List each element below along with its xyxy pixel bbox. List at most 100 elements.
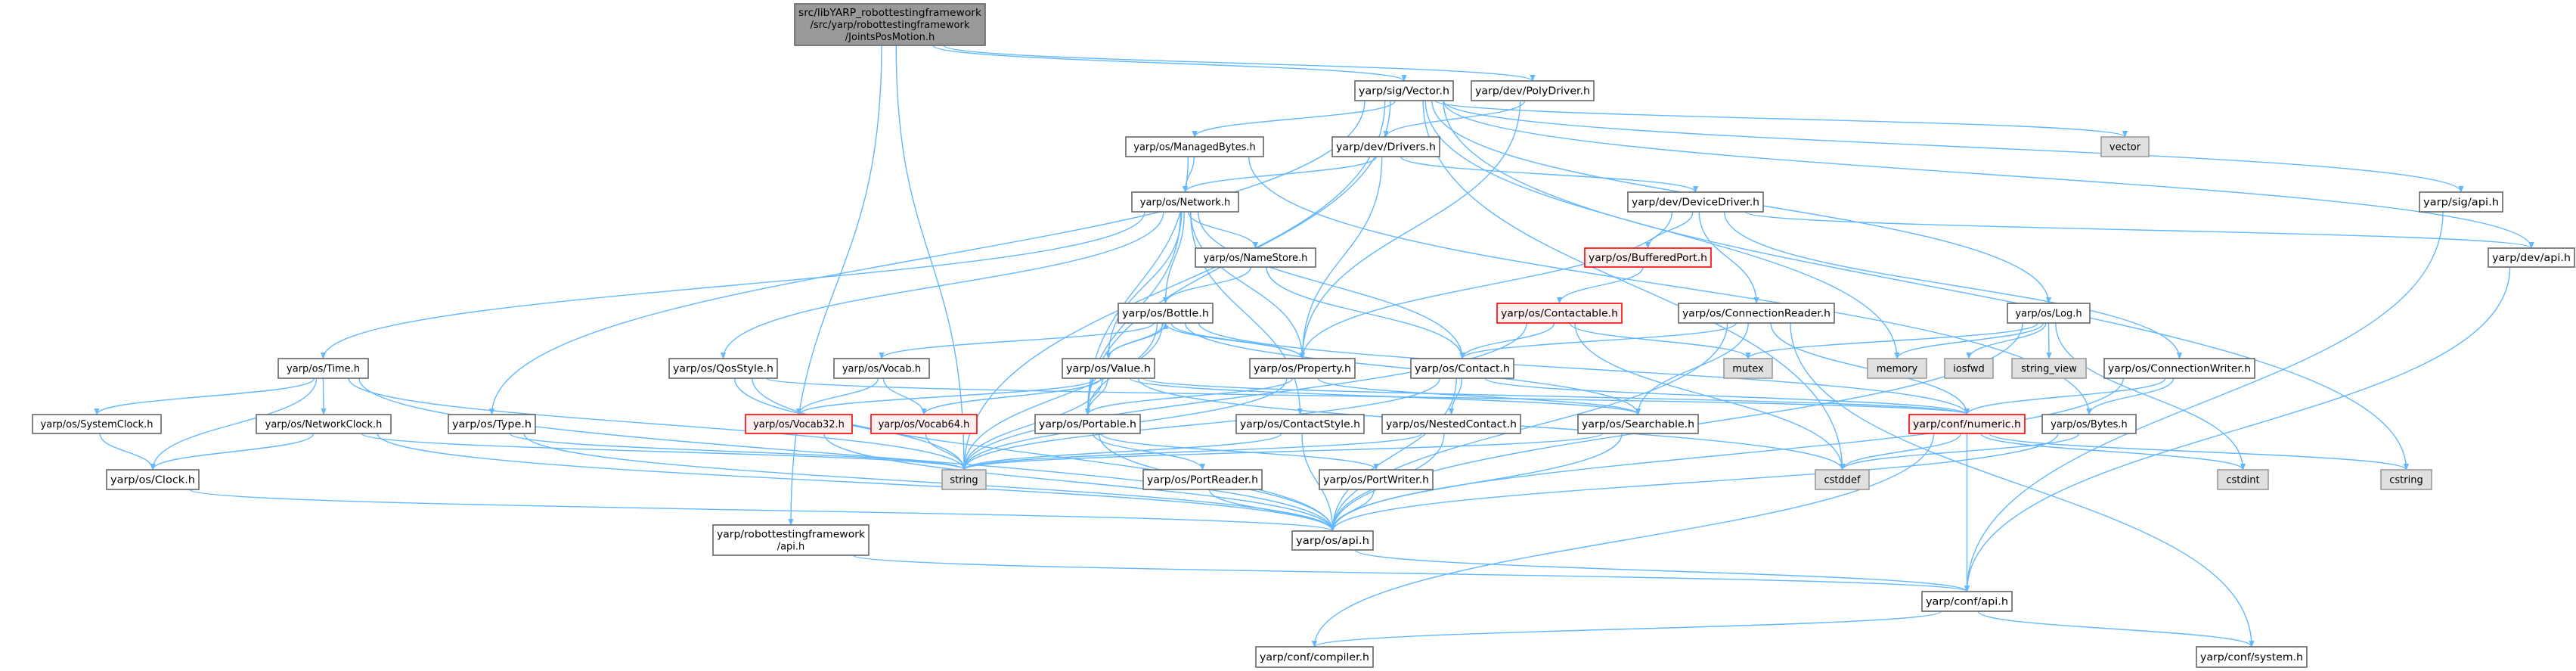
node-box — [712, 524, 870, 556]
edge-name-store-to-contact — [1266, 266, 1465, 359]
node-compiler[interactable]: yarp/conf/compiler.h — [1255, 646, 1374, 668]
node-qos-style[interactable]: yarp/os/QosStyle.h — [668, 358, 778, 379]
node-label: yarp/os/SystemClock.h — [41, 419, 153, 430]
edge-contactable-to-contact — [1459, 322, 1555, 359]
edge-contactable-to-mutex — [1569, 322, 1751, 359]
node-portable[interactable]: yarp/os/Portable.h — [1034, 414, 1141, 434]
node-label: string — [950, 475, 978, 486]
edge-sig-vector-to-type — [488, 100, 1365, 415]
node-root: src/libYARP_robottestingframework/src/ya… — [794, 3, 986, 46]
edge-connection-reader-to-contact — [1459, 322, 1737, 359]
edge-clock-to-os-api — [189, 489, 1335, 532]
node-label: yarp/os/NetworkClock.h — [265, 419, 383, 430]
node-box — [1577, 414, 1699, 434]
node-label: cstddef — [1824, 475, 1861, 486]
edge-sig-vector-to-managed-bytes — [1192, 100, 1396, 138]
node-box — [1195, 247, 1316, 268]
node-box — [1921, 591, 2013, 612]
node-clock[interactable]: yarp/os/Clock.h — [106, 469, 200, 490]
node-buffered-port[interactable]: yarp/os/BufferedPort.h — [1584, 247, 1712, 268]
node-vocab64[interactable]: yarp/os/Vocab64.h — [870, 414, 978, 434]
node-system-clock[interactable]: yarp/os/SystemClock.h — [32, 414, 162, 434]
edge-sig-vector-to-dev-api — [1443, 100, 2534, 249]
node-box — [2196, 646, 2308, 668]
edge-contact-to-numeric — [1484, 377, 1970, 415]
node-rtf-api[interactable]: yarp/robottestingframework/api.h — [712, 524, 870, 556]
node-vocab[interactable]: yarp/os/Vocab.h — [833, 358, 930, 379]
edge-bottle-to-numeric — [1198, 322, 1970, 415]
edge-drivers-to-property — [1299, 156, 1383, 359]
edge-network-to-bottle — [1162, 211, 1185, 304]
node-drivers[interactable]: yarp/dev/Drivers.h — [1331, 136, 1440, 157]
node-label: yarp/os/ContactStyle.h — [1240, 419, 1360, 430]
node-box — [277, 358, 369, 379]
node-label: yarp/os/ConnectionWriter.h — [2108, 364, 2251, 375]
node-label: yarp/os/Network.h — [1140, 197, 1230, 209]
node-network-clock[interactable]: yarp/os/NetworkClock.h — [256, 414, 392, 434]
edge-value-to-string — [961, 377, 1103, 471]
node-searchable[interactable]: yarp/os/Searchable.h — [1577, 414, 1699, 434]
node-name-store[interactable]: yarp/os/NameStore.h — [1195, 247, 1316, 268]
node-connection-reader[interactable]: yarp/os/ConnectionReader.h — [1678, 303, 1835, 324]
node-label: mutex — [1732, 364, 1764, 375]
node-label: yarp/os/Portable.h — [1039, 419, 1136, 430]
node-port-writer[interactable]: yarp/os/PortWriter.h — [1319, 469, 1434, 490]
node-string-view: string_view — [2011, 358, 2087, 379]
node-box — [2007, 303, 2091, 324]
node-poly-driver[interactable]: yarp/dev/PolyDriver.h — [1471, 80, 1595, 101]
edge-contact-style-to-string — [961, 433, 1282, 471]
edge-contact-style-to-os-api — [1301, 433, 1336, 532]
edge-device-driver-to-connection-reader — [1698, 211, 1759, 304]
edge-system-clock-to-clock — [99, 433, 156, 471]
node-box — [1381, 414, 1521, 434]
edge-portable-to-port-reader — [1092, 433, 1206, 471]
edge-log-to-iosfwd — [1966, 322, 2047, 359]
node-device-driver[interactable]: yarp/dev/DeviceDriver.h — [1627, 191, 1764, 213]
node-network[interactable]: yarp/os/Network.h — [1131, 191, 1239, 213]
edge-nested-contact-to-string — [961, 433, 1422, 471]
node-box — [1062, 358, 1155, 379]
node-log[interactable]: yarp/os/Log.h — [2007, 303, 2091, 324]
node-os-api[interactable]: yarp/os/api.h — [1291, 530, 1374, 551]
edge-network-clock-to-os-api — [377, 433, 1335, 532]
node-type[interactable]: yarp/os/Type.h — [448, 414, 536, 434]
node-nested-contact[interactable]: yarp/os/NestedContact.h — [1381, 414, 1521, 434]
node-bytes[interactable]: yarp/os/Bytes.h — [2041, 414, 2137, 434]
node-label: iosfwd — [1953, 364, 1985, 375]
node-sig-api[interactable]: yarp/sig/api.h — [2419, 191, 2503, 213]
node-iosfwd: iosfwd — [1944, 358, 1994, 379]
node-managed-bytes[interactable]: yarp/os/ManagedBytes.h — [1125, 136, 1264, 157]
node-box — [1034, 414, 1141, 434]
node-numeric[interactable]: yarp/conf/numeric.h — [1908, 414, 2026, 434]
node-dev-api[interactable]: yarp/dev/api.h — [2488, 247, 2575, 268]
node-box — [106, 469, 200, 490]
node-value[interactable]: yarp/os/Value.h — [1062, 358, 1155, 379]
edge-network-to-time — [320, 211, 1145, 359]
node-time[interactable]: yarp/os/Time.h — [277, 358, 369, 379]
edge-property-to-portable — [1084, 377, 1294, 415]
edge-sig-vector-to-sig-api — [1443, 100, 2464, 193]
node-connection-writer[interactable]: yarp/os/ConnectionWriter.h — [2103, 358, 2255, 379]
node-system[interactable]: yarp/conf/system.h — [2196, 646, 2308, 668]
node-contact[interactable]: yarp/os/Contact.h — [1410, 358, 1514, 379]
node-label: yarp/dev/DeviceDriver.h — [1632, 197, 1759, 209]
node-label: yarp/os/PortWriter.h — [1323, 475, 1429, 486]
edge-numeric-to-compiler — [1311, 433, 1935, 648]
node-property[interactable]: yarp/os/Property.h — [1249, 358, 1356, 379]
node-label: yarp/os/Property.h — [1254, 364, 1351, 375]
node-sig-vector[interactable]: yarp/sig/Vector.h — [1354, 80, 1454, 101]
node-label: yarp/os/Bytes.h — [2051, 419, 2128, 430]
edge-network-to-qos-style — [720, 211, 1164, 359]
edge-name-store-to-bottle — [1162, 266, 1251, 304]
node-vocab32[interactable]: yarp/os/Vocab32.h — [745, 414, 853, 434]
node-label: yarp/dev/api.h — [2492, 253, 2571, 264]
node-conf-api[interactable]: yarp/conf/api.h — [1921, 591, 2013, 612]
node-contact-style[interactable]: yarp/os/ContactStyle.h — [1235, 414, 1365, 434]
node-port-reader[interactable]: yarp/os/PortReader.h — [1142, 469, 1263, 490]
edge-connection-writer-to-numeric — [1964, 377, 2166, 415]
node-contactable[interactable]: yarp/os/Contactable.h — [1496, 303, 1623, 324]
node-box — [1815, 469, 1870, 490]
node-cstdint: cstdint — [2217, 469, 2269, 490]
node-bottle[interactable]: yarp/os/Bottle.h — [1118, 303, 1214, 324]
